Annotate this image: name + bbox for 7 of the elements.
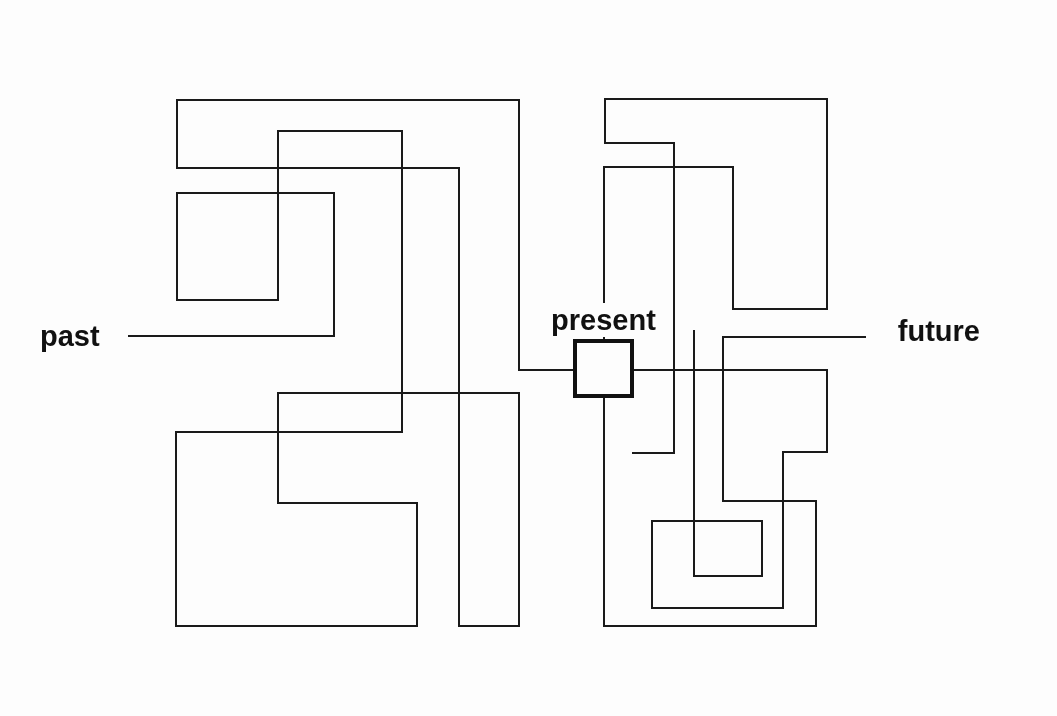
timeline-label: future xyxy=(896,314,980,348)
node-heading: present xyxy=(549,303,658,337)
maze-path xyxy=(603,336,867,627)
maze-path xyxy=(603,98,828,454)
timeline-label: past xyxy=(40,319,101,353)
maze-path xyxy=(633,329,828,609)
maze-path xyxy=(127,99,574,627)
